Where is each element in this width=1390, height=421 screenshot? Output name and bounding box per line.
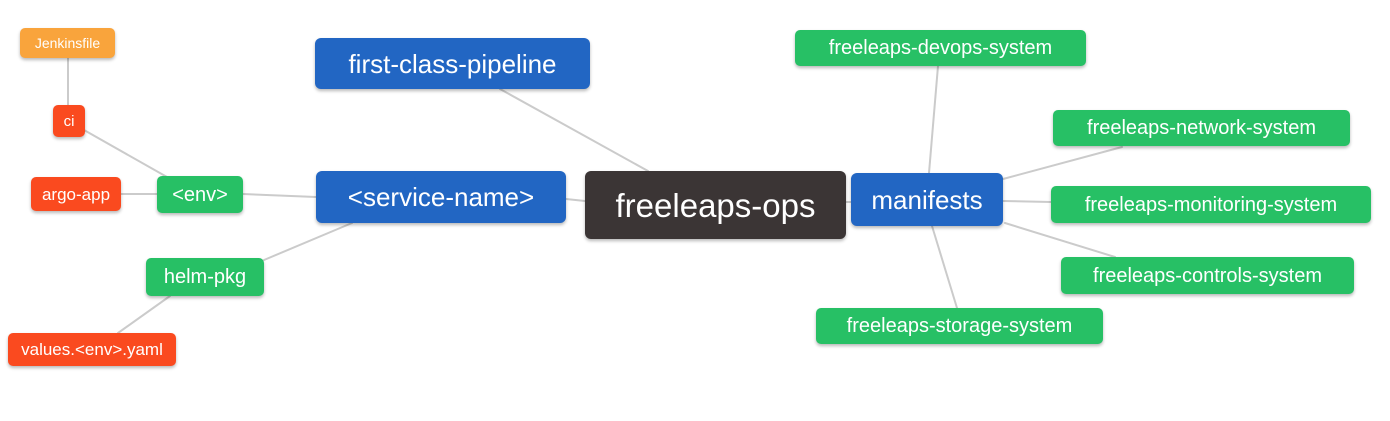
node-argo-app[interactable]: argo-app xyxy=(31,177,121,211)
node-ci[interactable]: ci xyxy=(53,105,85,137)
node-manifests[interactable]: manifests xyxy=(851,173,1003,226)
edge-service-name-root xyxy=(565,198,586,202)
node-env[interactable]: <env> xyxy=(157,176,243,213)
edge-env-service-name xyxy=(242,193,317,198)
node-jenkinsfile[interactable]: Jenkinsfile xyxy=(20,28,115,58)
node-freeleaps-monitoring-system[interactable]: freeleaps-monitoring-system xyxy=(1051,186,1371,223)
node-first-class-pipeline[interactable]: first-class-pipeline xyxy=(315,38,590,89)
node-values-env-yaml[interactable]: values.<env>.yaml xyxy=(8,333,176,366)
node-service-name[interactable]: <service-name> xyxy=(316,171,566,223)
node-freeleaps-ops[interactable]: freeleaps-ops xyxy=(585,171,846,239)
edge-manifests-network xyxy=(1002,146,1123,180)
edge-first-class-pipeline-root xyxy=(499,88,649,172)
edge-manifests-monitoring xyxy=(1002,200,1052,203)
node-helm-pkg[interactable]: helm-pkg xyxy=(146,258,264,296)
edge-helm-pkg-service-name xyxy=(263,222,353,261)
edge-values-helm-pkg xyxy=(117,295,171,334)
edge-manifests-devops xyxy=(928,65,939,174)
edge-ci-env xyxy=(83,129,168,178)
node-freeleaps-network-system[interactable]: freeleaps-network-system xyxy=(1053,110,1350,146)
node-freeleaps-storage-system[interactable]: freeleaps-storage-system xyxy=(816,308,1103,344)
edge-manifests-controls xyxy=(1004,222,1116,258)
edge-manifests-storage xyxy=(931,225,958,309)
node-freeleaps-controls-system[interactable]: freeleaps-controls-system xyxy=(1061,257,1354,294)
node-freeleaps-devops-system[interactable]: freeleaps-devops-system xyxy=(795,30,1086,66)
